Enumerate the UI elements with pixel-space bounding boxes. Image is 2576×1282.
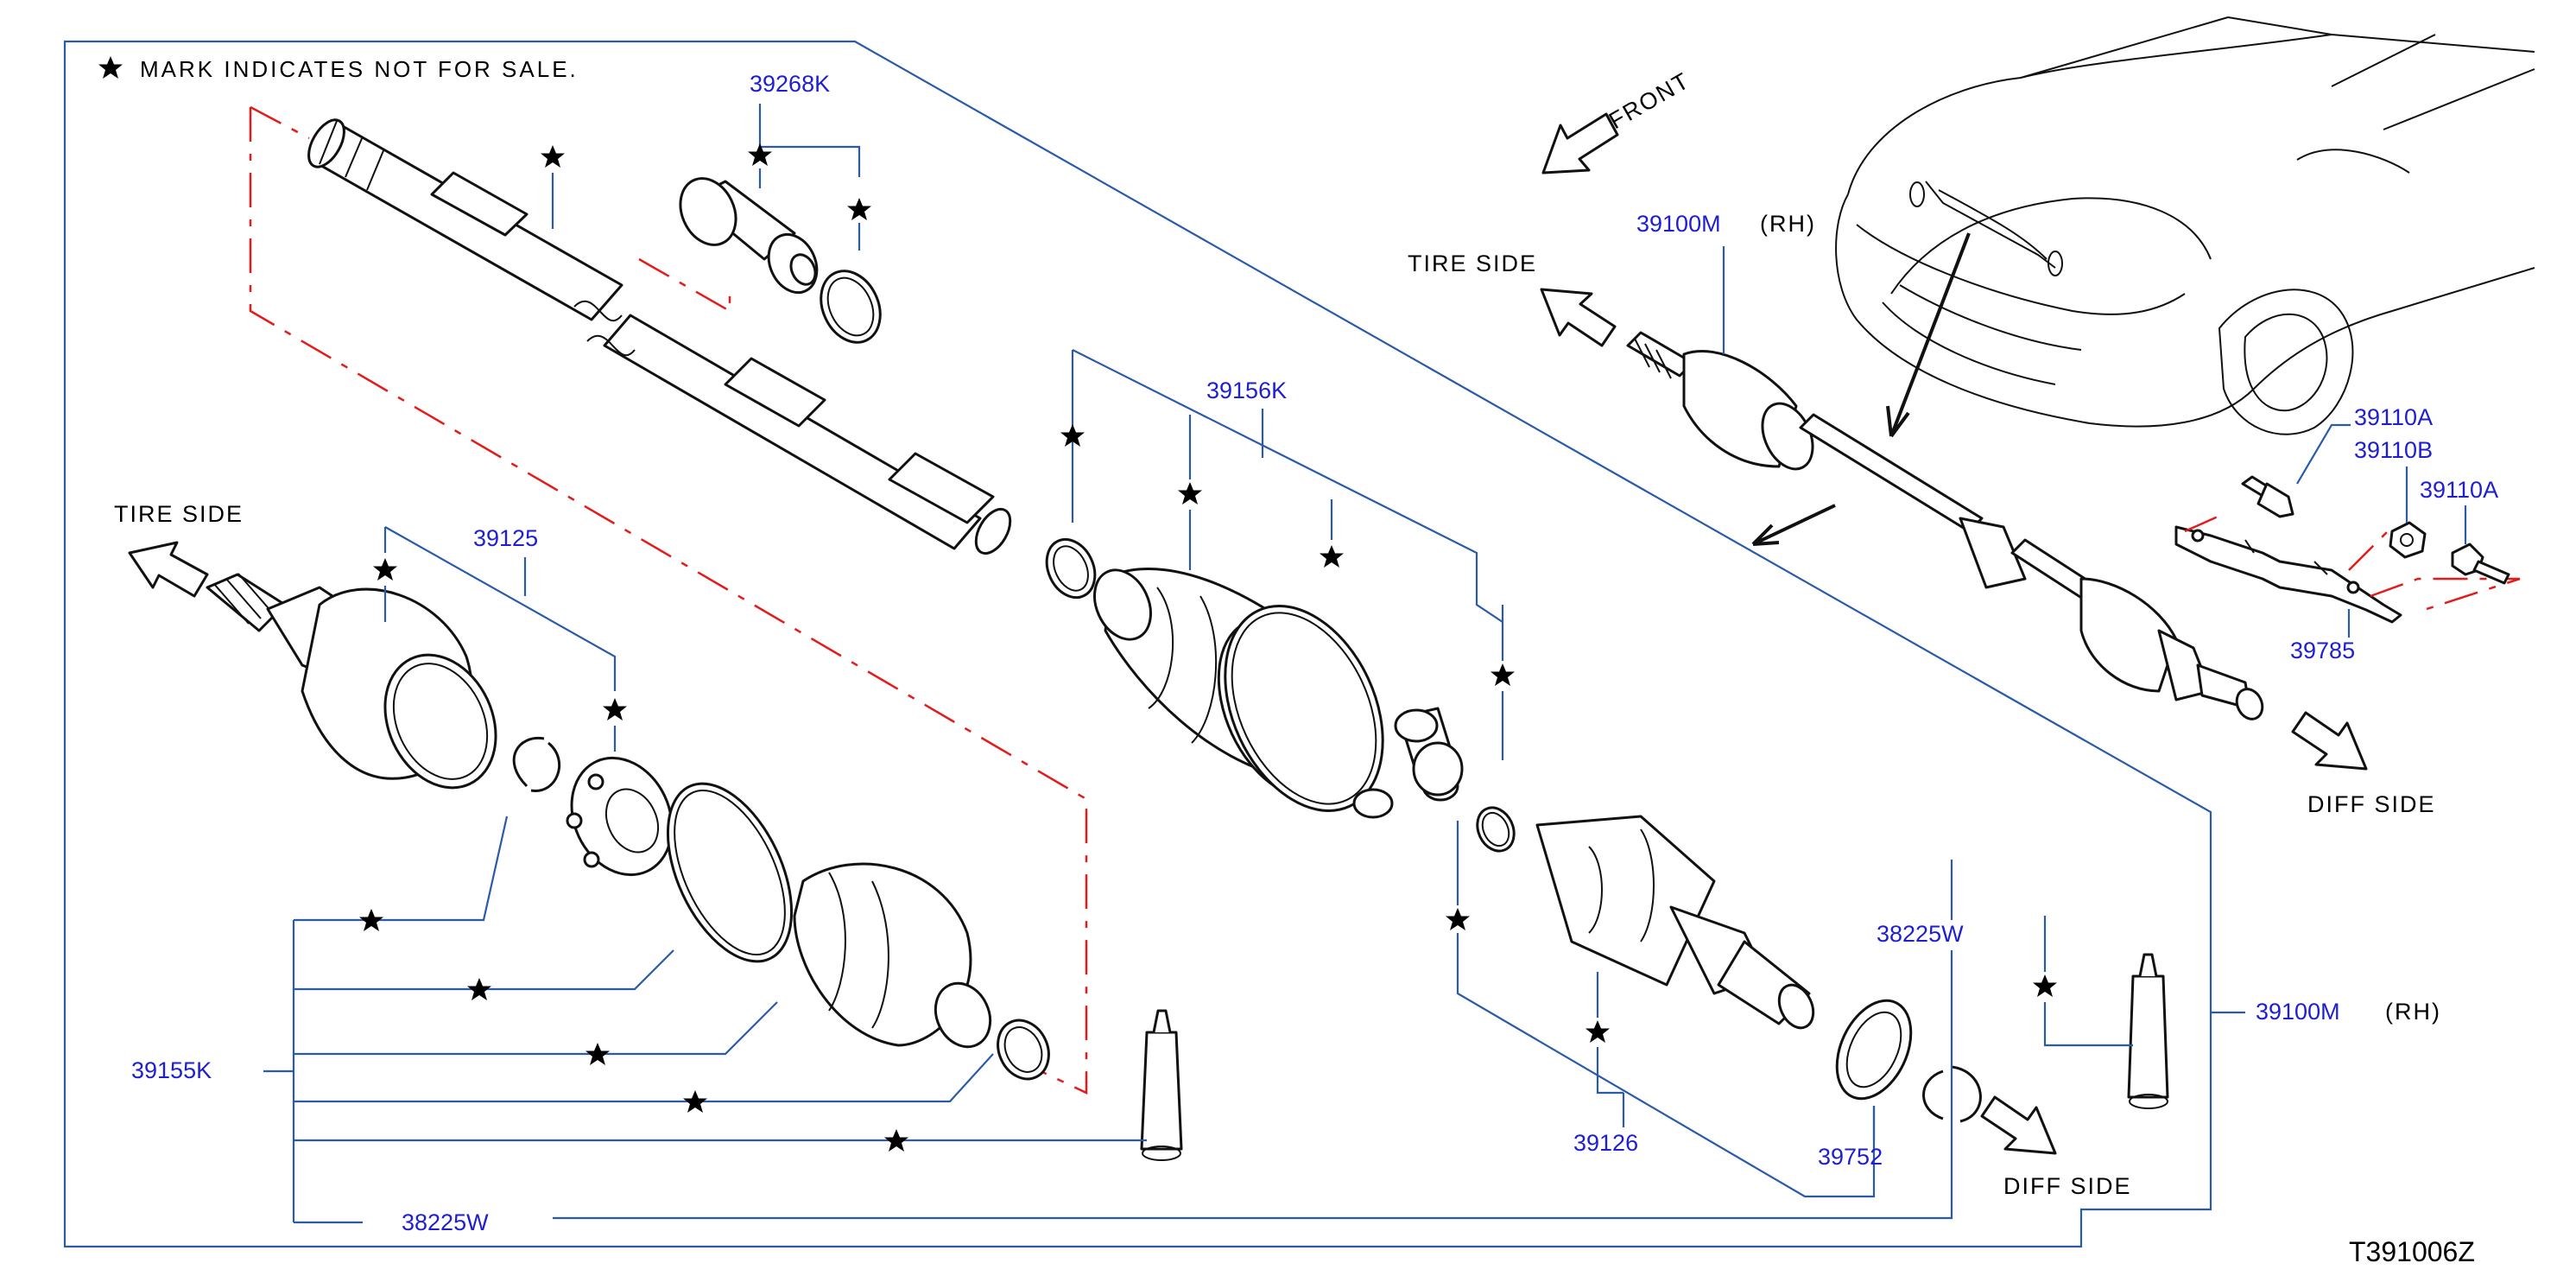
part-number-39125[interactable]: 39125 <box>473 525 538 551</box>
housing-label-star-icon <box>1585 1020 1610 1043</box>
legend-note: MARK INDICATES NOT FOR SALE. <box>140 56 579 82</box>
shaft-star-icon <box>541 145 565 168</box>
cage-part <box>566 756 674 877</box>
grease-tube-right <box>2127 953 2169 1109</box>
part-number-39100M-top[interactable]: 39100M <box>1636 211 1721 237</box>
part-number-39268K[interactable]: 39268K <box>750 71 830 97</box>
part-number-39752[interactable]: 39752 <box>1818 1144 1883 1170</box>
circlip-part <box>512 736 561 792</box>
assembly-guide-line <box>249 107 1088 1095</box>
part-number-39156K[interactable]: 39156K <box>1206 378 1287 403</box>
tire-side-label-left: TIRE SIDE <box>114 501 244 527</box>
grease-star-icon-right <box>2033 974 2057 997</box>
outer-joint-part <box>206 573 497 790</box>
drive-shaft-assembly <box>1626 331 2264 720</box>
bolt-part-2 <box>2451 543 2510 585</box>
rh-suffix-top: (RH) <box>1760 211 1816 237</box>
boot-band-star-icon <box>1320 545 1344 568</box>
diff-side-arrow-bottom-icon <box>1980 1095 2057 1155</box>
inner-boot-part <box>1045 537 1384 812</box>
assembly-guide-line-2 <box>250 105 731 314</box>
part-number-39785[interactable]: 39785 <box>2290 638 2355 663</box>
location-arrow-small-icon <box>1751 504 1836 546</box>
tire-side-arrow-left-icon <box>128 541 209 598</box>
diff-side-label-right: DIFF SIDE <box>2307 791 2436 817</box>
part-number-39110A-top[interactable]: 39110A <box>2354 404 2433 430</box>
diagram-code: T391006Z <box>2349 1236 2475 1267</box>
diff-side-label-bottom: DIFF SIDE <box>2003 1173 2132 1199</box>
grease-tube-left <box>1140 1009 1183 1161</box>
drive-shaft-bar <box>307 118 1012 555</box>
damper-part <box>679 177 882 344</box>
housing-star-icon <box>1446 908 1470 930</box>
clamp-star-icon <box>847 198 871 220</box>
part-number-39100M-bottom[interactable]: 39100M <box>2256 999 2340 1025</box>
front-label: FRONT <box>1604 67 1694 134</box>
diff-side-arrow-right-icon <box>2291 711 2368 771</box>
part-number-39110B[interactable]: 39110B <box>2354 437 2433 463</box>
vehicle-illustration <box>1835 16 2535 435</box>
location-arrow-icon <box>1886 232 1971 438</box>
rh-suffix-bottom: (RH) <box>2385 999 2441 1025</box>
bracket-part <box>2174 525 2402 624</box>
front-arrow-icon <box>1541 112 1619 175</box>
part-number-39110A-right[interactable]: 39110A <box>2420 477 2498 503</box>
outer-joint-star-icon <box>373 558 397 581</box>
cage-star-icon <box>603 698 627 720</box>
tripod-star-icon <box>1491 663 1515 686</box>
part-number-38225W-right[interactable]: 38225W <box>1877 921 1964 947</box>
inner-housing-part <box>1535 815 1815 1030</box>
tire-side-arrow-right-icon <box>1540 288 1617 347</box>
bolt-part-1 <box>2241 475 2294 518</box>
tire-side-label-right: TIRE SIDE <box>1408 251 1537 276</box>
snap-ring-part <box>1922 1065 1982 1123</box>
nut-part <box>2389 521 2427 559</box>
oil-seal-part <box>1835 999 1913 1101</box>
diagram-frame <box>63 40 2212 1248</box>
legend-star-icon <box>98 56 123 79</box>
part-number-39126[interactable]: 39126 <box>1573 1130 1638 1156</box>
tripod-part <box>1352 707 1516 853</box>
outer-boot-part <box>666 782 1050 1081</box>
boot-star-icon <box>1178 482 1202 505</box>
part-number-39155K[interactable]: 39155K <box>131 1057 212 1083</box>
part-number-38225W-left[interactable]: 38225W <box>402 1209 489 1235</box>
